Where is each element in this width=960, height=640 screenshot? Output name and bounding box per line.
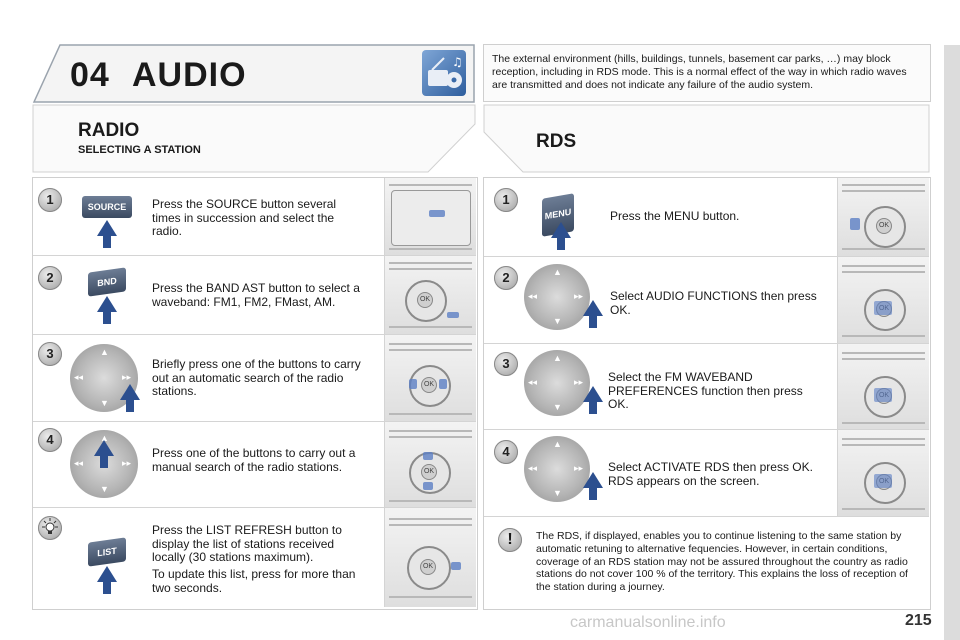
radio-step-3-thumbnail: OK [384,335,476,421]
step-badge-3: 3 [38,342,62,366]
radio-step-2-thumbnail: OK [384,256,476,334]
row-divider [484,343,929,344]
row-divider [33,334,476,335]
radio-music-icon: ♫ [422,50,466,96]
radio-step-4-thumbnail: OK [384,422,476,507]
direction-pad-image: ▲▼ ◂◂▸▸ [524,264,590,330]
rds-warning-text: The RDS, if displayed, enables you to co… [536,530,908,594]
rds-section-frame [483,104,930,173]
page-number: 215 [905,612,932,629]
warning-icon: ! [498,528,522,552]
chapter-number: 04 [70,56,110,94]
step-badge-1: 1 [38,188,62,212]
rds-title: RDS [536,131,577,152]
direction-pad-image: ▲▼ ◂◂▸▸ [524,436,590,502]
rds-step-1-text: Press the MENU button. [610,209,740,223]
page-edge-tab [944,45,960,640]
rds-step-3-thumbnail: OK [837,344,929,429]
direction-pad-image: ▲▼ ◂◂▸▸ [524,350,590,416]
radio-subtitle: SELECTING A STATION [78,144,201,156]
radio-tip-thumbnail: OK [384,508,476,607]
direction-pad-image: ▲▼ ◂◂▸▸ [70,344,138,412]
step-badge-3: 3 [494,352,518,376]
radio-step-3-text: Briefly press one of the buttons to carr… [152,357,361,398]
row-divider [484,256,929,257]
row-divider [484,429,929,430]
row-divider [33,507,476,508]
radio-step-1-text: Press the SOURCE button several times in… [152,197,337,238]
row-divider [484,516,929,517]
rds-step-2-text: Select AUDIO FUNCTIONS then press OK. [610,289,817,317]
step-badge-4: 4 [494,440,518,464]
info-note-text: The external environment (hills, buildin… [492,53,907,91]
chapter-title: AUDIO [132,56,247,94]
source-button-image: SOURCE [82,196,132,218]
watermark: carmanualsonline.info [570,614,726,631]
chapter-header-frame [32,44,475,103]
info-note-box [483,44,931,102]
rds-step-4-text: Select ACTIVATE RDS then press OK. RDS a… [608,460,813,488]
radio-title: RADIO [78,120,140,141]
radio-section-frame [32,104,476,173]
radio-step-1-thumbnail [384,178,476,255]
radio-tip-text-2: To update this list, press for more than… [152,567,356,595]
rds-step-2-thumbnail: OK [837,257,929,343]
step-badge-2: 2 [494,266,518,290]
radio-step-2-text: Press the BAND AST button to select a wa… [152,281,360,309]
step-badge-1: 1 [494,188,518,212]
step-badge-2: 2 [38,266,62,290]
light-bulb-icon [38,516,62,540]
row-divider [33,421,476,422]
row-divider [33,255,476,256]
step-badge-4: 4 [38,428,62,452]
rds-step-4-thumbnail: OK [837,430,929,516]
svg-text:♫: ♫ [452,55,463,69]
rds-step-3-text: Select the FM WAVEBAND PREFERENCES funct… [608,370,803,411]
radio-step-4-text: Press one of the buttons to carry out a … [152,446,356,474]
radio-tip-text: Press the LIST REFRESH button to display… [152,523,342,564]
rds-step-1-thumbnail: OK [837,178,929,256]
